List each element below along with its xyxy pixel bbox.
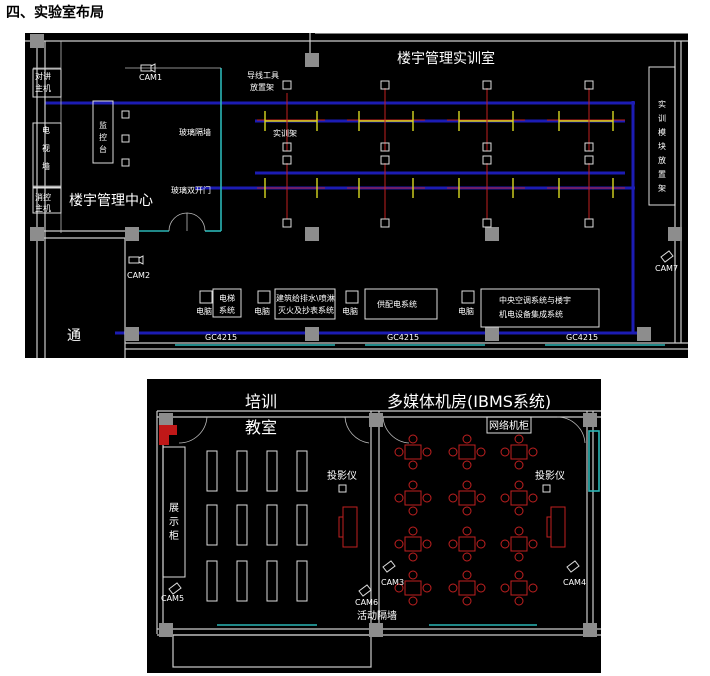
camera-icon bbox=[660, 250, 674, 263]
module-rack-label: 实 bbox=[658, 99, 666, 109]
cam6-label: CAM6 bbox=[355, 598, 378, 607]
glass-partitions bbox=[125, 67, 665, 346]
section-heading: 四、实验室布局 bbox=[6, 5, 104, 21]
projector-icon bbox=[542, 484, 551, 493]
tv-wall-label: 墙 bbox=[42, 161, 50, 171]
podium bbox=[338, 506, 358, 548]
display-cabinet-label: 示 bbox=[169, 517, 179, 528]
walls bbox=[25, 33, 688, 358]
elevator-system-label: 电梯 bbox=[219, 293, 235, 303]
projector-label: 投影仪 bbox=[327, 469, 357, 482]
multimedia-room-title: 多媒体机房(IBMS系统) bbox=[387, 392, 551, 411]
camera-icon bbox=[382, 560, 396, 573]
cam7-label: CAM7 bbox=[655, 264, 678, 273]
equipment-boxes bbox=[199, 288, 600, 328]
monitor-desk-label: 监 bbox=[99, 120, 107, 130]
display-cabinet-label: 展 bbox=[169, 502, 179, 514]
cam3-label: CAM3 bbox=[381, 578, 404, 587]
computer-label: 电脑 bbox=[458, 306, 474, 316]
rack-group bbox=[347, 80, 425, 228]
corridor-label: 通 bbox=[67, 328, 81, 344]
pillars bbox=[159, 413, 597, 637]
cam4-label: CAM4 bbox=[563, 578, 586, 587]
projector-label: 投影仪 bbox=[535, 469, 565, 482]
elevator-system-label: 系统 bbox=[219, 305, 235, 315]
training-racks bbox=[257, 80, 625, 228]
hvac-system-label: 中央空调系统与楼宇 bbox=[499, 295, 571, 305]
module-rack-label: 放 bbox=[658, 155, 666, 165]
camera-icon bbox=[140, 63, 156, 73]
cam1-label: CAM1 bbox=[139, 73, 162, 82]
wire-tool-rack-label: 导线工具 bbox=[247, 70, 279, 80]
monitor-desk-label: 台 bbox=[99, 144, 107, 154]
training-classroom-title: 教室 bbox=[245, 418, 277, 437]
power-system-label: 供配电系统 bbox=[377, 299, 417, 309]
fire-host-label: 消控 bbox=[35, 192, 51, 202]
module-rack-label: 块 bbox=[658, 141, 666, 151]
control-center-fixtures bbox=[32, 68, 130, 214]
display-cabinet bbox=[162, 446, 186, 578]
module-rack-label: 架 bbox=[658, 184, 666, 193]
tv-wall-label: 视 bbox=[42, 143, 50, 153]
window-code-label: GC4215 bbox=[387, 333, 419, 342]
projector-icon bbox=[338, 484, 347, 493]
podium bbox=[546, 506, 566, 548]
camera-icon bbox=[358, 584, 372, 597]
training-classroom-title: 培训 bbox=[245, 392, 277, 411]
module-rack-label: 训 bbox=[658, 114, 666, 123]
rack-group bbox=[447, 80, 525, 228]
training-room-title: 楼宇管理实训室 bbox=[397, 50, 495, 67]
control-center-title: 楼宇管理中心 bbox=[69, 193, 153, 209]
network-cabinet bbox=[486, 416, 532, 434]
rack-group bbox=[547, 80, 625, 228]
computer-label: 电脑 bbox=[196, 306, 212, 316]
module-rack bbox=[648, 66, 676, 206]
module-rack-label: 模 bbox=[658, 127, 666, 137]
floorplan-classroom-multimedia: 培训 教室 多媒体机房(IBMS系统) 网络机柜 展 示 柜 投影仪 投影仪 活… bbox=[147, 379, 601, 673]
glass-wall-label: 玻璃隔墙 bbox=[179, 127, 211, 137]
camera-icon bbox=[168, 582, 182, 595]
fire-host-label: 主机 bbox=[35, 203, 51, 213]
computer-tables bbox=[394, 434, 538, 606]
rack-group bbox=[257, 80, 325, 228]
hvac-system-label: 机电设备集成系统 bbox=[499, 309, 563, 319]
camera-icon bbox=[128, 255, 144, 265]
cam5-label: CAM5 bbox=[161, 594, 184, 603]
intercom-host-label: 主机 bbox=[35, 83, 51, 93]
tv-wall-label: 电 bbox=[42, 125, 50, 135]
intercom-host-label: 对讲 bbox=[35, 71, 51, 81]
cam2-label: CAM2 bbox=[127, 271, 150, 280]
fire-marker-icon bbox=[159, 425, 177, 445]
floorplan-building-management: 对讲 主机 电 视 墙 监 控 台 消控 主机 玻璃隔墙 玻璃双开门 楼宇管理中… bbox=[25, 33, 688, 358]
computer-label: 电脑 bbox=[254, 306, 270, 316]
floorplan-2-drawing: 培训 教室 多媒体机房(IBMS系统) 网络机柜 展 示 柜 投影仪 投影仪 活… bbox=[156, 392, 601, 668]
windows bbox=[178, 416, 600, 626]
window-code-label: GC4215 bbox=[566, 333, 598, 342]
camera-icon bbox=[566, 560, 580, 573]
monitor-desk-label: 控 bbox=[99, 132, 107, 142]
window-code-label: GC4215 bbox=[205, 333, 237, 342]
movable-partition-label: 活动隔墙 bbox=[357, 609, 397, 622]
network-cabinet-label: 网络机柜 bbox=[489, 419, 529, 432]
module-rack-label: 置 bbox=[658, 170, 666, 179]
water-fire-system-label: 灭火及抄表系统 bbox=[278, 305, 334, 315]
classroom-desks bbox=[206, 450, 308, 602]
training-rack-label: 实训架 bbox=[273, 128, 297, 138]
water-fire-system-label: 建筑给排水\喷淋 bbox=[276, 293, 335, 303]
glass-door-label: 玻璃双开门 bbox=[171, 185, 211, 195]
floorplan-1-drawing: 对讲 主机 电 视 墙 监 控 台 消控 主机 玻璃隔墙 玻璃双开门 楼宇管理中… bbox=[25, 33, 688, 358]
computer-label: 电脑 bbox=[342, 306, 358, 316]
pillars bbox=[30, 34, 682, 341]
wire-tool-rack-label: 放置架 bbox=[250, 82, 274, 92]
display-cabinet-label: 柜 bbox=[169, 529, 179, 542]
